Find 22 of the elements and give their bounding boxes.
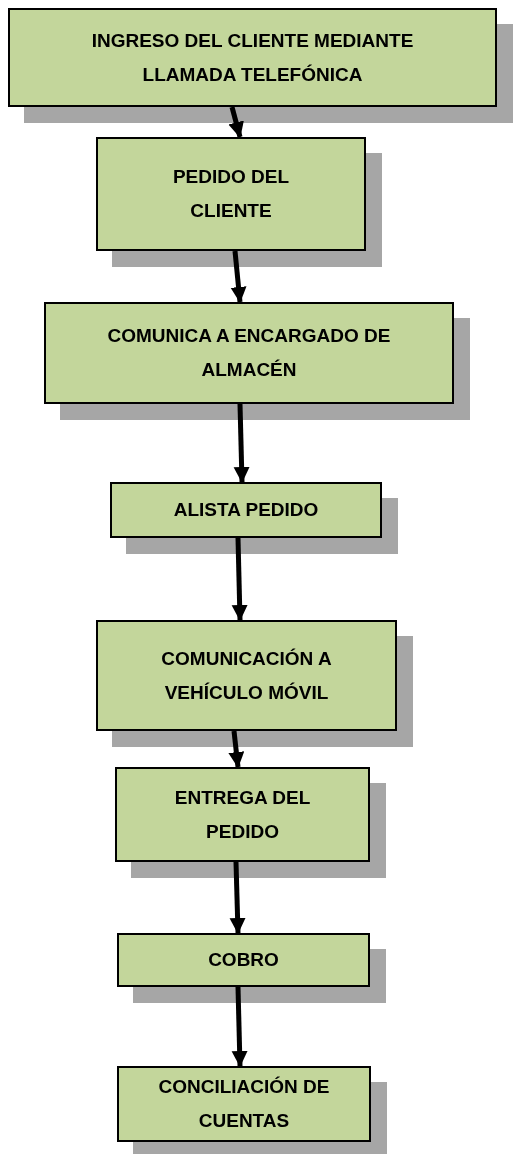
arrow — [231, 986, 248, 1067]
arrow — [231, 537, 248, 621]
process-box — [110, 482, 382, 538]
arrow — [228, 730, 245, 768]
box-label: COMUNICACIÓN A VEHÍCULO MÓVIL — [160, 646, 333, 705]
box-label: ALISTA PEDIDO — [173, 498, 319, 522]
process-box — [96, 137, 366, 251]
process-box — [8, 8, 497, 107]
box-label: PEDIDO DEL CLIENTE — [171, 165, 291, 223]
process-box — [44, 302, 454, 404]
arrow — [233, 403, 250, 483]
process-box — [96, 620, 397, 731]
arrow — [229, 861, 246, 934]
process-box — [117, 1066, 371, 1142]
box-label: COMUNICA A ENCARGADO DE ALMACÉN — [106, 324, 392, 382]
process-box — [115, 767, 370, 862]
box-label: COBRO — [208, 948, 279, 972]
box-label: INGRESO DEL CLIENTE MEDIANTE LLAMADA TELEFÓNICA — [90, 28, 415, 87]
arrow — [230, 250, 247, 303]
box-label: CONCILIACIÓN DE CUENTAS — [157, 1075, 331, 1133]
box-label: ENTREGA DEL PEDIDO — [173, 785, 312, 844]
process-box — [117, 933, 370, 987]
